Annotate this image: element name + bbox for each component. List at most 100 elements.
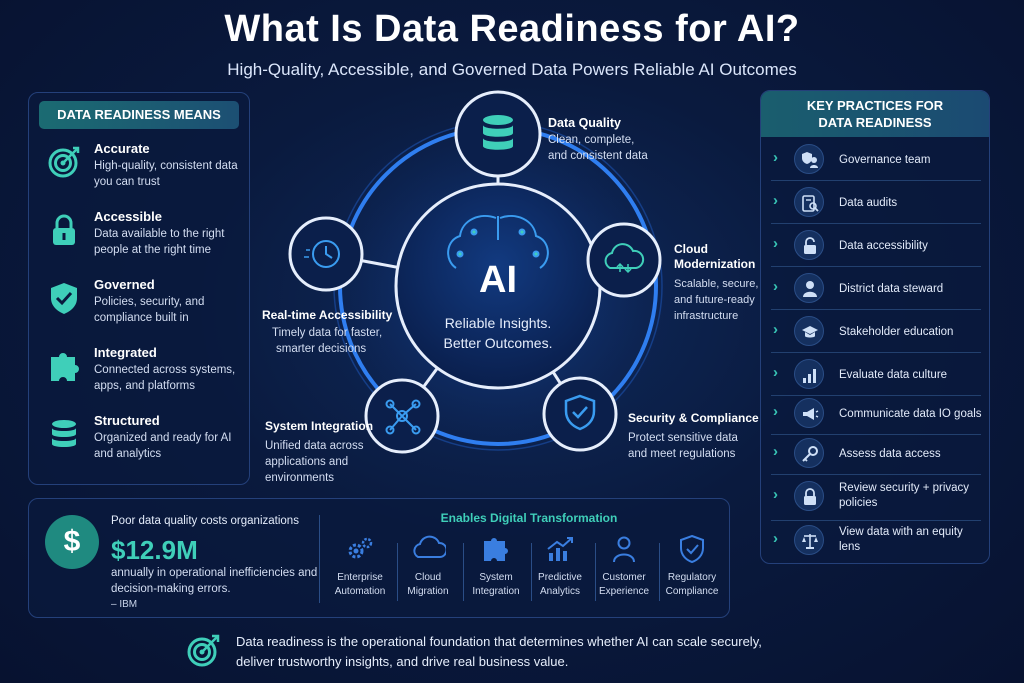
shield-check-icon [51, 283, 77, 314]
practice-communicate-goals: › Communicate data IO goals [761, 393, 989, 435]
attribute-desc: Data available to the right people at th… [94, 228, 225, 256]
node-desc-quality-1: Clean, complete, [548, 134, 635, 146]
user-icon [613, 536, 635, 563]
chevron-right-icon: › [773, 321, 778, 338]
node-realtime-accessibility [288, 216, 364, 292]
page-title: What Is Data Readiness for AI? [224, 8, 800, 50]
attribute-title: Integrated [94, 345, 157, 360]
node-system-integration [364, 378, 440, 454]
padlock-icon [804, 488, 816, 505]
attribute-title: Structured [94, 413, 160, 428]
cloud-icon [413, 535, 446, 558]
clock-icon [304, 240, 340, 268]
chevron-right-icon: › [773, 149, 778, 166]
dt-label-2: Analytics [539, 586, 580, 597]
practice-label: District data steward [839, 283, 944, 295]
dollar-icon: $ [45, 515, 99, 569]
clipboard-search-icon [802, 195, 819, 212]
node-desc-integration-3: environments [265, 472, 335, 484]
node-label-cloud-1: Cloud [674, 242, 708, 256]
ai-core-line2: Better Outcomes. [444, 335, 553, 351]
lock-icon [53, 214, 75, 245]
node-security-compliance [542, 376, 618, 452]
node-label-integration: System Integration [265, 419, 374, 433]
attribute-desc: High-quality, consistent data you can tr… [94, 160, 238, 188]
dt-item-enterprise-automation: Enterprise Automation [327, 535, 393, 599]
attribute-title: Accessible [94, 209, 162, 224]
bar-chart-icon [803, 369, 816, 383]
node-label-security: Security & Compliance [628, 411, 759, 425]
practice-label: Review security + privacy policies [839, 482, 970, 509]
practice-label: View data with an equity lens [839, 526, 963, 553]
node-desc-integration-2: applications and [265, 456, 349, 468]
panel-header-line2: DATA READINESS [818, 115, 932, 130]
divider [319, 515, 320, 603]
puzzle-icon [484, 538, 508, 561]
gears-icon [348, 537, 373, 559]
key-icon [802, 446, 818, 462]
practice-equity-lens: › View data with an equity lens [761, 520, 989, 562]
stat-desc: annually in operational inefficiencies a… [111, 567, 318, 595]
chevron-right-icon: › [773, 278, 778, 295]
megaphone-icon [803, 408, 819, 420]
practice-label: Data audits [839, 197, 898, 209]
brain-icon [447, 215, 549, 269]
dt-label-1: Customer [602, 572, 646, 583]
footer-statement: Data readiness is the operational founda… [236, 632, 796, 672]
panel-header-line1: KEY PRACTICES FOR [806, 98, 944, 113]
practice-label: Governance team [839, 154, 931, 166]
page-subtitle: High-Quality, Accessible, and Governed D… [227, 60, 797, 79]
practice-assess-data-access: › Assess data access [761, 433, 989, 475]
key-practices-panel: KEY PRACTICES FOR DATA READINESS › Gover… [760, 90, 990, 564]
data-readiness-means-panel: DATA READINESS MEANS Accurate High-quali… [28, 92, 250, 485]
database-icon [483, 115, 513, 150]
ai-readiness-diagram: AI Reliable Insights. Better Outcomes. [288, 90, 698, 486]
node-desc-realtime-1: Timely data for faster, [272, 327, 383, 339]
dt-label-2: Automation [334, 586, 386, 597]
dt-label-1: Cloud [414, 572, 442, 583]
dt-item-regulatory-compliance: Regulatory Compliance [659, 535, 725, 599]
footer-line1: Data readiness is the operational founda… [236, 634, 762, 649]
attribute-desc: Policies, security, and compliance built… [94, 296, 205, 324]
node-desc-realtime-2: smarter decisions [276, 343, 367, 355]
practice-label: Stakeholder education [839, 326, 954, 338]
practice-review-security: › Review security + privacy policies [761, 476, 989, 521]
graduation-cap-icon [802, 326, 818, 338]
practice-governance-team: › Governance team [761, 139, 989, 181]
dt-label-1: Enterprise [337, 572, 383, 583]
practice-evaluate-data-culture: › Evaluate data culture [761, 354, 989, 396]
node-desc-security-2: and meet regulations [628, 448, 736, 460]
dt-label-2: Migration [407, 586, 449, 597]
dt-item-predictive-analytics: Predictive Analytics [527, 535, 593, 599]
node-desc-cloud-1: Scalable, secure, [674, 278, 759, 290]
node-desc-cloud-3: infrastructure [674, 310, 739, 322]
dt-label-1: System [479, 572, 513, 583]
attribute-governed: Governed Policies, security, and complia… [43, 277, 248, 337]
dt-label-1: Predictive [538, 572, 582, 583]
digital-transformation-title: Enables Digital Transformation [440, 511, 618, 525]
attribute-structured: Structured Organized and ready for AI an… [43, 413, 248, 473]
node-desc-quality-2: and consistent data [548, 150, 648, 162]
dt-label-2: Experience [598, 586, 650, 597]
chevron-right-icon: › [773, 403, 778, 420]
stat-source: – IBM [111, 599, 138, 610]
person-icon [803, 281, 817, 297]
chevron-right-icon: › [773, 364, 778, 381]
database-icon [52, 420, 76, 447]
ai-core-line1: Reliable Insights. [445, 315, 552, 331]
chevron-right-icon: › [773, 192, 778, 209]
attribute-accessible: Accessible Data available to the right p… [43, 209, 248, 269]
node-label-quality: Data Quality [548, 116, 621, 130]
panel-header: KEY PRACTICES FOR DATA READINESS [761, 91, 989, 137]
target-icon [187, 634, 220, 667]
footer-line2: deliver trustworthy insights, and drive … [236, 654, 569, 669]
growth-chart-icon [547, 537, 573, 561]
practice-label: Data accessibility [839, 240, 928, 252]
ai-core-title: AI [479, 259, 517, 301]
node-label-realtime: Real-time Accessibility [262, 308, 393, 322]
network-icon [385, 399, 421, 435]
practice-data-audits: › Data audits [761, 182, 989, 224]
chevron-right-icon: › [773, 486, 778, 503]
node-desc-cloud-2: and future-ready [674, 294, 755, 306]
dt-item-system-integration: System Integration [463, 535, 529, 599]
